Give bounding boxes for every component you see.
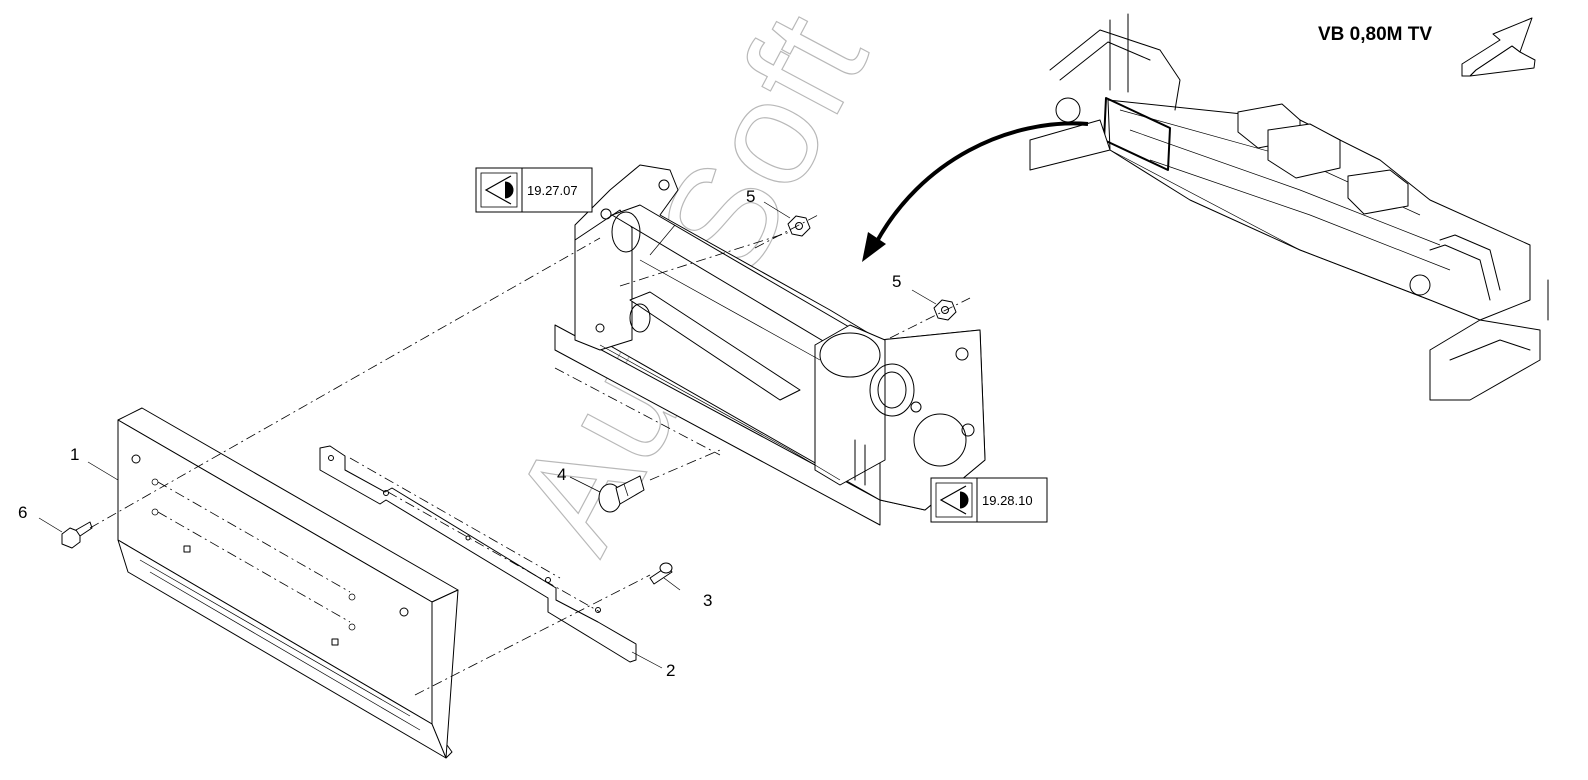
screw-3-icon	[649, 562, 673, 585]
callout-5-upper: 5	[746, 187, 755, 206]
reference-label: 19.27.07	[527, 183, 578, 198]
reference-box-19-28-10[interactable]: 19.28.10	[930, 477, 1048, 523]
reference-box-19-27-07[interactable]: 19.27.07	[475, 167, 593, 213]
callout-leaders	[38, 201, 937, 669]
machine-overview-drawing	[1029, 13, 1549, 401]
frame-assembly-drawing	[554, 164, 986, 526]
detail-pointer-arrow-icon	[862, 121, 1089, 262]
eye-icon	[480, 172, 518, 208]
assembly-centerlines	[89, 213, 971, 696]
callout-2: 2	[666, 661, 675, 680]
nut-5-lower-icon	[933, 299, 957, 321]
view-direction-arrow-icon	[1461, 17, 1536, 77]
bolt-4-icon	[598, 475, 645, 513]
callout-5-lower: 5	[892, 272, 901, 291]
cover-plate-part	[117, 407, 459, 759]
reference-label: 19.28.10	[982, 493, 1033, 508]
view-title: VB 0,80M TV	[1318, 24, 1432, 45]
nut-5-upper-icon	[787, 215, 811, 237]
strip-plate-part	[319, 445, 637, 663]
callout-3: 3	[703, 591, 712, 610]
callout-6: 6	[18, 503, 27, 522]
callout-4: 4	[557, 465, 566, 484]
bolt-6-icon	[61, 521, 93, 549]
eye-icon	[935, 482, 973, 518]
callout-1: 1	[70, 445, 79, 464]
